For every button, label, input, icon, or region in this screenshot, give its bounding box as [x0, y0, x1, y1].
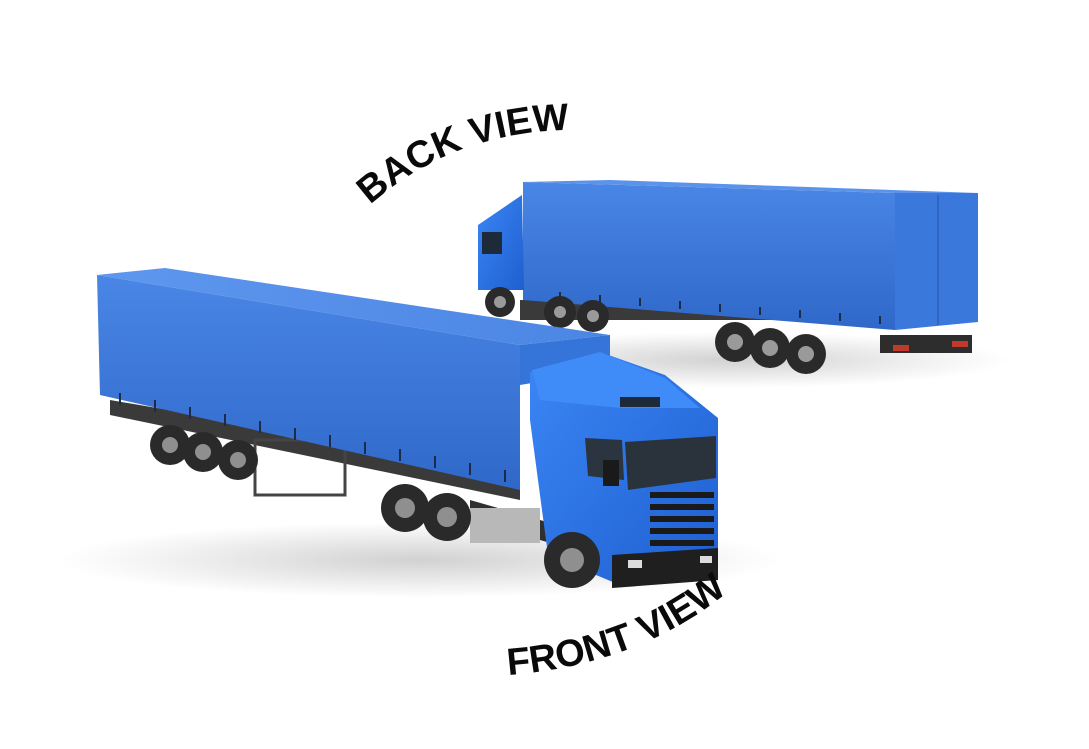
front-view-truck	[60, 268, 780, 598]
